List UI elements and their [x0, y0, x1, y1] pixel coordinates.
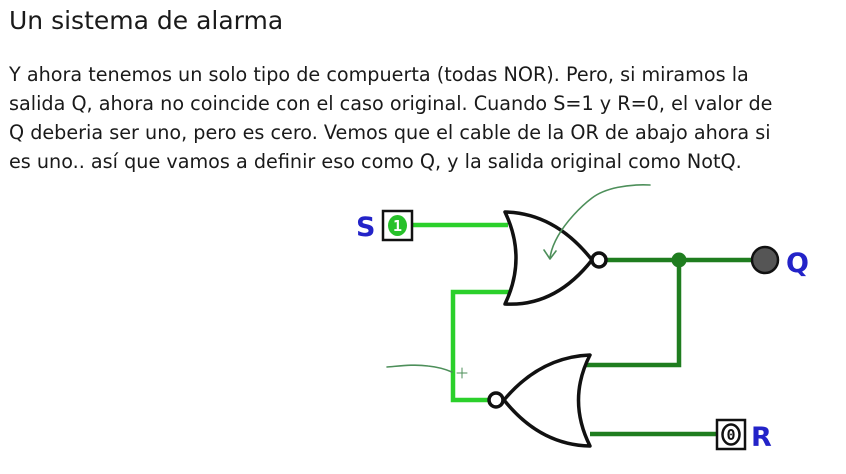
lower-nor-gate [487, 353, 592, 448]
wire-lower-nor-output-feedback [450, 289, 510, 403]
annotation-line-stroke [386, 364, 453, 373]
input-s[interactable]: 1 [381, 209, 414, 242]
lower-nor-body [502, 353, 592, 448]
output-q-led [750, 245, 780, 275]
wire-q-feedback-to-lower-nor [586, 260, 682, 368]
annotation-cursor-mark [456, 367, 468, 379]
input-r-label: R [751, 422, 772, 453]
paragraph-line: es uno.. así que vamos a definir eso com… [9, 150, 742, 173]
upper-nor-bubble [590, 251, 608, 269]
input-s-bit-indicator [388, 215, 407, 236]
wires [413, 222, 752, 437]
input-r-bit-indicator [721, 423, 741, 446]
input-r-bit-value: 0 [726, 426, 735, 444]
input-r[interactable]: 0 [715, 418, 747, 451]
input-s-label: S [356, 212, 375, 243]
output-q-label: Q [786, 248, 809, 279]
explanation-paragraph: Y ahora tenemos un solo tipo de compuert… [9, 60, 839, 176]
handwritten-annotations [386, 184, 651, 379]
input-s-bit-value: 1 [393, 217, 402, 235]
paragraph-line: Q deberia ser uno, pero es cero. Vemos q… [9, 121, 771, 144]
annotation-arrow-stroke [549, 184, 651, 259]
lower-nor-bubble [487, 391, 505, 409]
upper-nor-gate [503, 210, 608, 306]
paragraph-line: Y ahora tenemos un solo tipo de compuert… [9, 63, 749, 86]
paragraph-line: salida Q, ahora no coincide con el caso … [9, 92, 773, 115]
wire-junction-dot [671, 252, 687, 268]
annotation-arrowhead [543, 249, 557, 260]
page-title: Un sistema de alarma [9, 6, 284, 35]
